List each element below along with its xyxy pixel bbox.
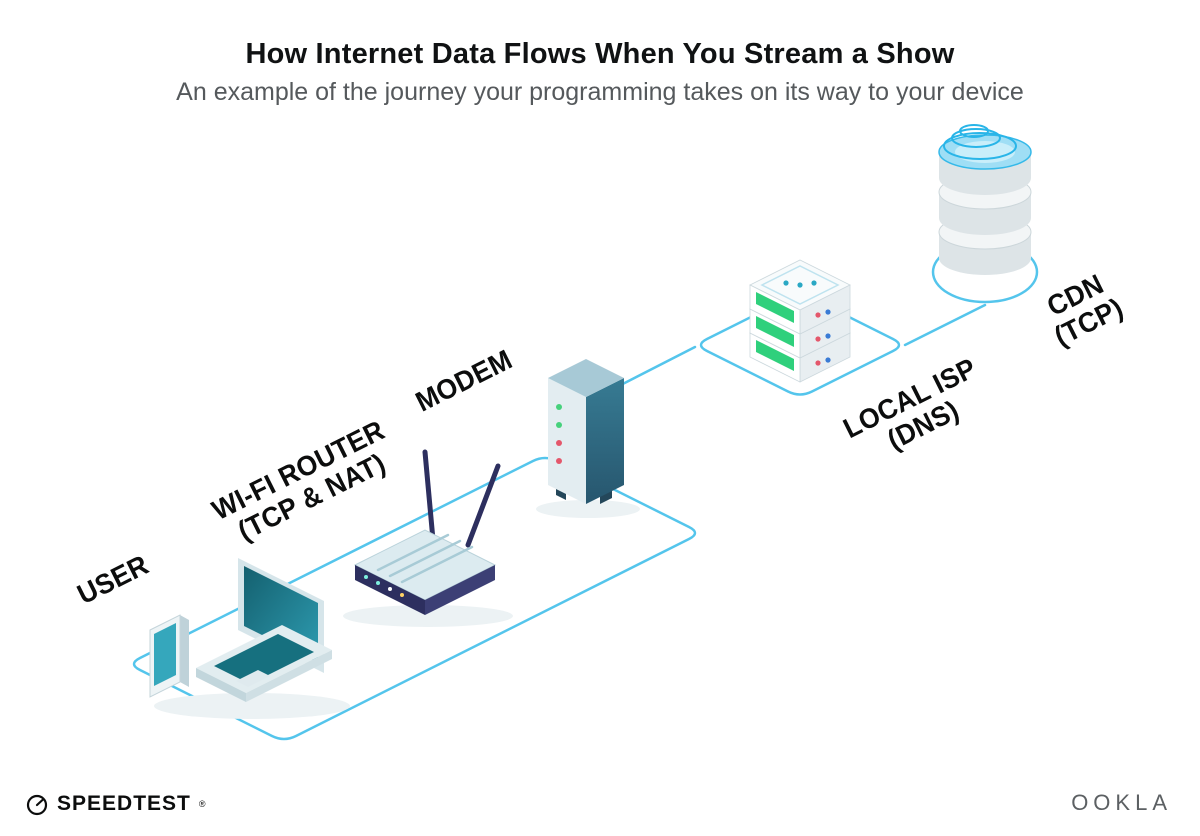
isp-to-cdn-line <box>903 303 987 347</box>
speedtest-wordmark: SPEEDTEST <box>57 792 191 815</box>
speedtest-trademark: ® <box>198 799 206 809</box>
phone-icon <box>149 614 189 698</box>
laptop-icon <box>196 558 332 702</box>
speedtest-logo: SPEEDTEST ® <box>25 792 206 816</box>
isp-server-icon <box>749 259 851 383</box>
user-shadow <box>154 693 350 719</box>
ookla-logo: OOKLA <box>1071 790 1172 815</box>
router-antenna-left <box>422 449 436 543</box>
modem-icon <box>536 359 640 518</box>
router-antenna-right <box>465 463 501 548</box>
cdn-database-icon <box>938 124 1032 275</box>
page-title: How Internet Data Flows When You Stream … <box>245 38 955 70</box>
user-devices-icon <box>149 558 350 719</box>
modem-to-isp-line <box>609 345 697 392</box>
wifi-router-icon <box>343 449 513 627</box>
speedtest-gauge-icon <box>26 794 48 816</box>
page-subtitle: An example of the journey your programmi… <box>176 78 1024 106</box>
